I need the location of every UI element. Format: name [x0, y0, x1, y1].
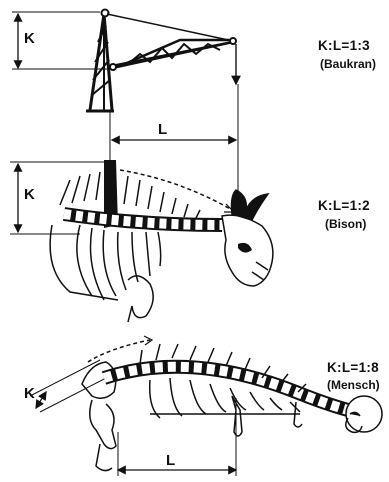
crane-ratio-label: K:L=1:3 [318, 38, 370, 53]
crane-caption: (Baukran) [320, 57, 376, 71]
human-k-label: K [24, 385, 35, 402]
bison-skeleton-drawing [10, 84, 273, 322]
bison-k-label: K [24, 186, 35, 203]
bison-l-label: L [158, 121, 167, 138]
bison-ratio-label: K:L=1:2 [318, 198, 370, 213]
crane-k-label: K [24, 30, 35, 47]
human-skeleton-drawing [30, 336, 382, 476]
bison-caption: (Bison) [325, 217, 366, 231]
crane-drawing [12, 10, 236, 112]
human-ratio-label: K:L=1:8 [327, 360, 379, 375]
human-caption: (Mensch) [327, 378, 380, 392]
human-l-label: L [166, 452, 175, 469]
